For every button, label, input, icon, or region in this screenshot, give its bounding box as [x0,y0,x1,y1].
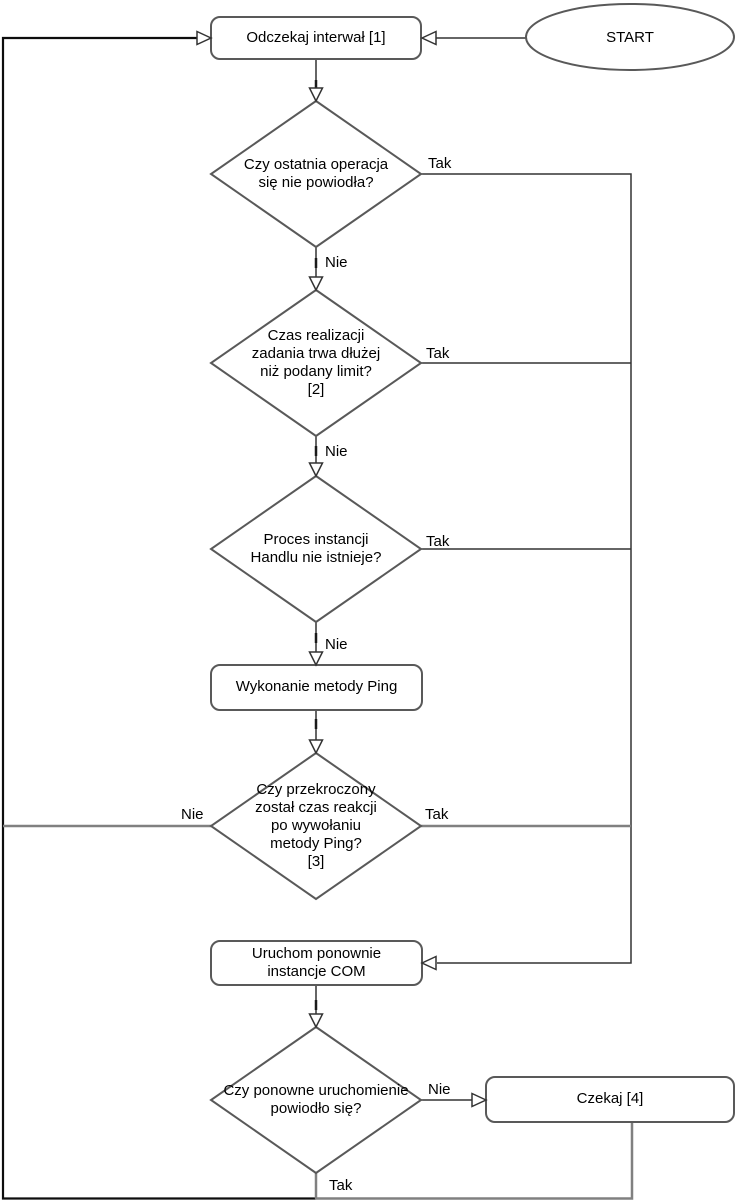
arrowhead-into-ping [308,651,324,667]
text-line: Proces instancji [263,531,369,548]
process-ping-label: Wykonanie metody Ping [235,678,398,695]
text-line: instancje COM [267,963,366,980]
text-line: Handlu nie istnieje? [250,549,382,566]
edge-label-d5-yes: Tak [329,1177,353,1194]
edge-label-d1-no: Nie [325,254,348,271]
text-line: został czas reakcji [255,799,377,816]
edge-label-d2-yes: Tak [426,345,450,362]
arrowhead-into-d2 [308,276,324,292]
decision-restart-success-shape [209,1025,423,1175]
edge-d1-yes-rail [421,173,632,964]
decision-last-operation-shape [209,99,423,249]
arrowhead-into-d4 [308,739,324,755]
start-terminator-shape [525,3,735,71]
edge-label-d2-no: Nie [325,443,348,460]
arrowhead-into-d1 [308,87,324,103]
text-line: po wywołaniu [270,817,362,834]
process-restart-com-text: Uruchom ponownie instancje COM [211,945,422,981]
edge-loop-left [1,36,316,1200]
edge-czekaj-loop [315,1122,634,1200]
edge-label-d4-no: Nie [181,806,204,823]
arrowhead-into-wait-left [196,30,213,46]
text-line: metody Ping? [270,835,362,852]
text-line: Czy przekroczony [256,781,376,798]
arrowhead-into-czekaj [471,1092,488,1108]
text-line: [3] [307,853,325,870]
text-line: [2] [307,381,325,398]
process-czekaj-label: Czekaj [4] [576,1090,644,1107]
edge-label-d4-yes: Tak [425,806,449,823]
text-line: się nie powiodła? [258,174,374,191]
text-line: Uruchom ponownie [251,945,382,962]
decision-last-operation-text: Czy ostatnia operacja się nie powiodła? [211,156,421,192]
decision-process-exists-shape [209,474,423,624]
decision-restart-success-text: Czy ponowne uruchomienie powiodło się? [196,1082,436,1118]
arrowhead-into-d5 [308,1013,324,1029]
text-line: niż podany limit? [260,363,372,380]
decision-process-exists-text: Proces instancji Handlu nie istnieje? [211,531,421,567]
decision-task-time-text: Czas realizacji zadania trwa dłużej niż … [211,327,421,399]
process-wait-interval-label: Odczekaj interwał [1] [246,29,386,46]
decision-ping-timeout-text: Czy przekroczony został czas reakcji po … [211,781,421,871]
start-label: START [606,29,654,46]
decision-ping-timeout-shape [209,751,423,901]
edge-label-d3-no: Nie [325,636,348,653]
text-line: zadania trwa dłużej [251,345,381,362]
arrowhead-into-d3 [308,462,324,478]
text-line: Czy ponowne uruchomienie [223,1082,409,1099]
edge-label-d1-yes: Tak [428,155,452,172]
decision-task-time-shape [209,288,423,438]
edge-label-d3-yes: Tak [426,533,450,550]
edge-label-d5-no: Nie [428,1081,451,1098]
arrowhead-into-restart [420,955,437,971]
text-line: Czas realizacji [267,327,365,344]
text-line: powiodło się? [270,1100,362,1117]
arrowhead-into-wait-right [420,30,437,46]
text-line: Czy ostatnia operacja [243,156,389,173]
